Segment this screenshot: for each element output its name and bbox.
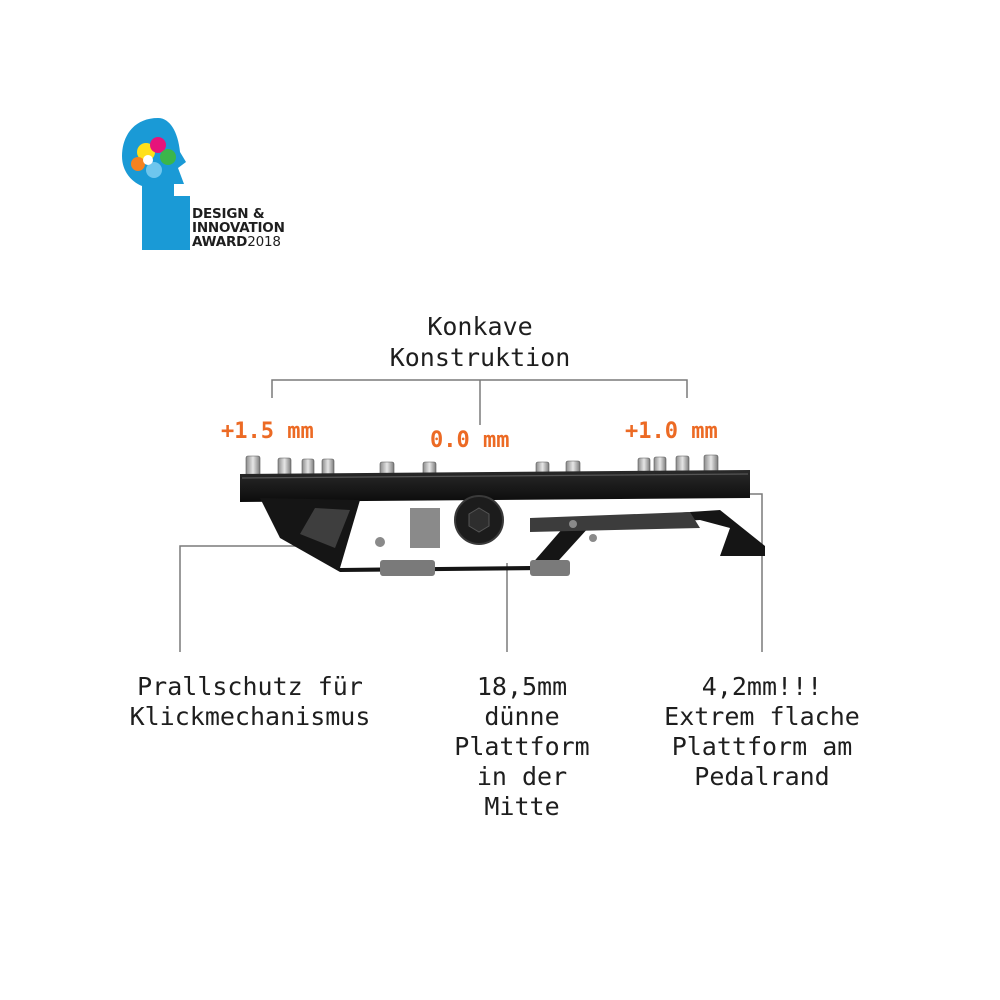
leader-line-left <box>179 545 305 652</box>
caption-right-line-4: Pedalrand <box>694 762 830 791</box>
caption-center-line-4: in der <box>476 762 568 791</box>
leader-line-right <box>745 493 763 652</box>
caption-center: 18,5mm dünne Plattform in der Mitte <box>422 672 622 822</box>
caption-right: 4,2mm!!! Extrem flache Plattform am Peda… <box>632 672 892 792</box>
award-line-1: DESIGN & <box>192 206 265 222</box>
caption-left-line-1: Prallschutz für <box>137 672 363 701</box>
caption-center-line-5: Mitte <box>484 792 560 821</box>
caption-right-line-3: Plattform am <box>671 732 853 761</box>
caption-left-line-2: Klickmechanismus <box>129 702 371 731</box>
award-line-2: INNOVATION <box>192 220 285 236</box>
caption-right-line-2: Extrem flache <box>664 702 860 731</box>
caption-left: Prallschutz für Klickmechanismus <box>100 672 400 732</box>
heading-line-1: Konkave <box>427 312 533 341</box>
caption-right-line-1: 4,2mm!!! <box>701 672 823 701</box>
pedal-top-plate <box>240 470 750 502</box>
award-line-3: AWARD2018 <box>192 235 285 249</box>
award-word: AWARD <box>192 234 248 250</box>
caption-center-line-3: Plattform <box>454 732 590 761</box>
award-text: DESIGN & INNOVATION AWARD2018 <box>192 207 285 249</box>
measurement-center: 0.0 mm <box>430 428 510 453</box>
measurement-left: +1.5 mm <box>221 419 314 444</box>
caption-center-line-2: dünne <box>484 702 560 731</box>
measurement-right: +1.0 mm <box>625 419 718 444</box>
heading-line-2: Konstruktion <box>389 343 571 372</box>
caption-center-line-1: 18,5mm <box>476 672 568 701</box>
award-year: 2018 <box>247 234 281 250</box>
design-innovation-award-logo <box>122 118 190 250</box>
pedal-illustration <box>240 454 765 576</box>
